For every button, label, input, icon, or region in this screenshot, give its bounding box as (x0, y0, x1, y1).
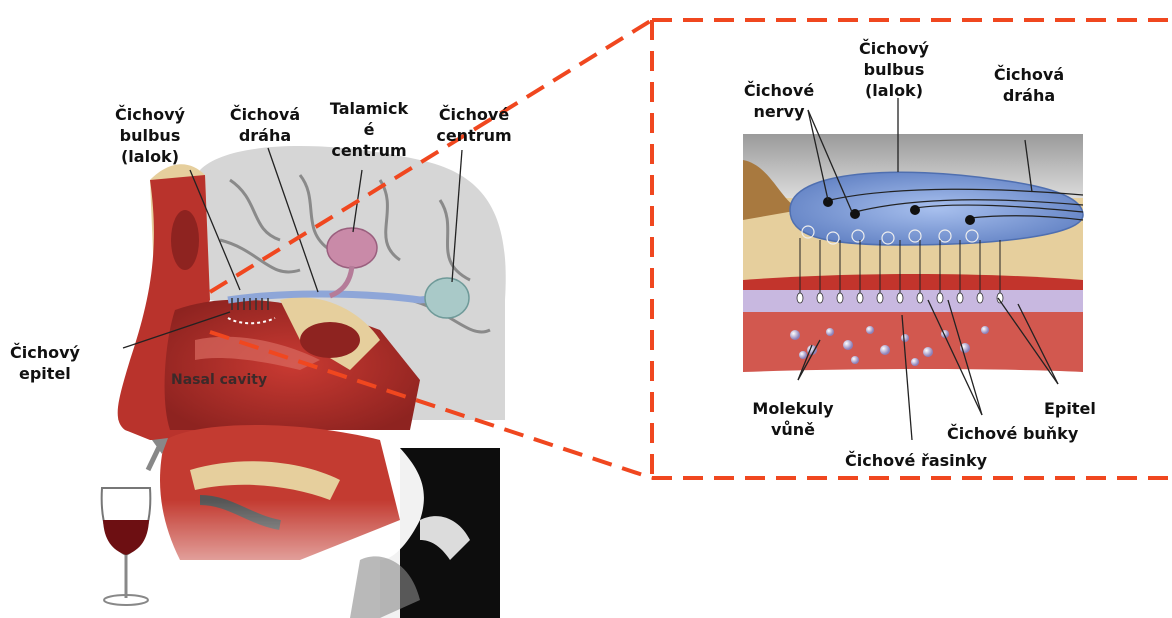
sphenoid-sinus (300, 322, 360, 358)
label-line: Čichový (10, 342, 80, 363)
frontal-sinus (171, 210, 199, 270)
label-line: Čichové (734, 80, 824, 101)
label-line: Čichová (222, 104, 308, 125)
inset-label-receptor-cells: Čichové buňky (947, 423, 1078, 444)
inset-label-bulb: Čichový bulbus (lalok) (846, 38, 942, 101)
label-olfactory-bulb: Čichový bulbus (lalok) (102, 104, 198, 167)
inset-label-nerves: Čichové nervy (734, 80, 824, 122)
label-olfactory-tract: Čichová dráha (222, 104, 308, 146)
label-line: centrum (426, 125, 522, 146)
label-line: Čichové (426, 104, 522, 125)
thalamic-center (327, 228, 377, 268)
label-line: centrum (322, 140, 416, 161)
inset-label-epithelium: Epitel (1044, 398, 1096, 419)
label-line: é (322, 119, 416, 140)
label-line: dráha (986, 85, 1072, 106)
label-nasal-cavity: Nasal cavity (171, 372, 267, 388)
inset-epithelium (743, 290, 1083, 312)
label-line: vůně (744, 419, 842, 440)
airflow-arrow (148, 445, 160, 470)
label-line: bulbus (102, 125, 198, 146)
label-line: epitel (10, 363, 80, 384)
label-olfactory-epithelium: Čichový epitel (10, 342, 80, 384)
label-line: (lalok) (102, 146, 198, 167)
label-line: Čichový (846, 38, 942, 59)
label-line: Talamick (322, 98, 416, 119)
label-line: nervy (734, 101, 824, 122)
label-olfactory-center: Čichové centrum (426, 104, 522, 146)
label-line: Čichová (986, 64, 1072, 85)
inset-label-cilia: Čichové řasinky (845, 450, 987, 471)
label-thalamic-center: Talamick é centrum (322, 98, 416, 161)
olfactory-center (425, 278, 469, 318)
cribriform-hairs (232, 298, 268, 310)
label-line: Molekuly (744, 398, 842, 419)
inset-label-molecules: Molekuly vůně (744, 398, 842, 440)
label-line: (lalok) (846, 80, 942, 101)
label-line: Čichový (102, 104, 198, 125)
label-line: dráha (222, 125, 308, 146)
inset-label-tract: Čichová dráha (986, 64, 1072, 106)
label-line: bulbus (846, 59, 942, 80)
inset-detail (743, 134, 1083, 372)
